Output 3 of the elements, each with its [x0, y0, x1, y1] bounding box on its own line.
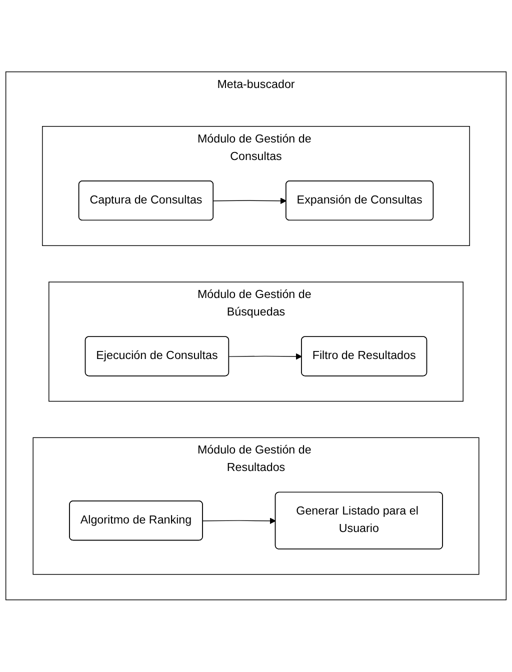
- arrow: [213, 198, 287, 204]
- arrow: [228, 353, 302, 360]
- arrow: [202, 518, 276, 524]
